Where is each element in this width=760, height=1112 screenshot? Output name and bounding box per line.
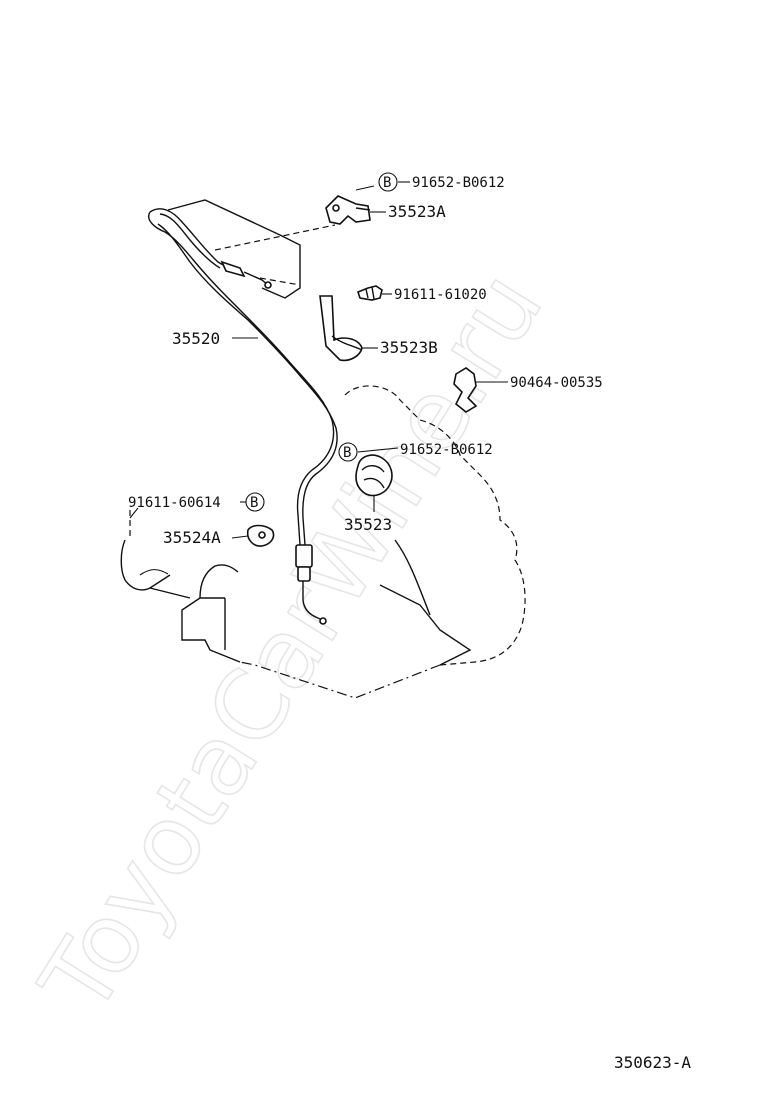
grommet-35524a bbox=[246, 524, 275, 547]
figure-code: 350623-A bbox=[614, 1053, 691, 1072]
throttle-cable bbox=[148, 208, 338, 625]
bracket-35523a bbox=[325, 195, 371, 225]
label-35523a: 35523A bbox=[388, 202, 446, 221]
label-35523: 35523 bbox=[344, 515, 392, 534]
b-label-mid: B bbox=[343, 445, 351, 461]
label-90464-00535: 90464-00535 bbox=[510, 375, 603, 391]
label-91611-61020: 91611-61020 bbox=[394, 287, 487, 303]
leader-lines bbox=[129, 181, 508, 539]
label-91652-b0612-top: 91652-B0612 bbox=[412, 175, 505, 191]
label-91652-b0612-mid: 91652-B0612 bbox=[400, 442, 493, 458]
watermark: ToyotaCarWine.ru bbox=[18, 252, 565, 1033]
b-circles: B B B bbox=[245, 172, 398, 512]
bracket-35523b bbox=[319, 295, 363, 362]
b-label-top: B bbox=[383, 175, 391, 191]
b-label-left: B bbox=[250, 495, 258, 511]
label-35520: 35520 bbox=[172, 329, 220, 348]
clip-90464-00535 bbox=[453, 367, 478, 413]
label-35524a: 35524A bbox=[163, 528, 221, 547]
callout-labels: 91652-B0612 35523A 91611-61020 35520 355… bbox=[128, 175, 603, 547]
transmission-outline bbox=[120, 385, 526, 699]
watermark-text: ToyotaCarWine.ru bbox=[19, 253, 564, 1033]
pedal-box-outline bbox=[167, 199, 336, 299]
label-91611-60614: 91611-60614 bbox=[128, 495, 221, 511]
screw-91611-61020 bbox=[357, 285, 383, 301]
clamp-35523 bbox=[355, 454, 393, 497]
label-35523b: 35523B bbox=[380, 338, 438, 357]
